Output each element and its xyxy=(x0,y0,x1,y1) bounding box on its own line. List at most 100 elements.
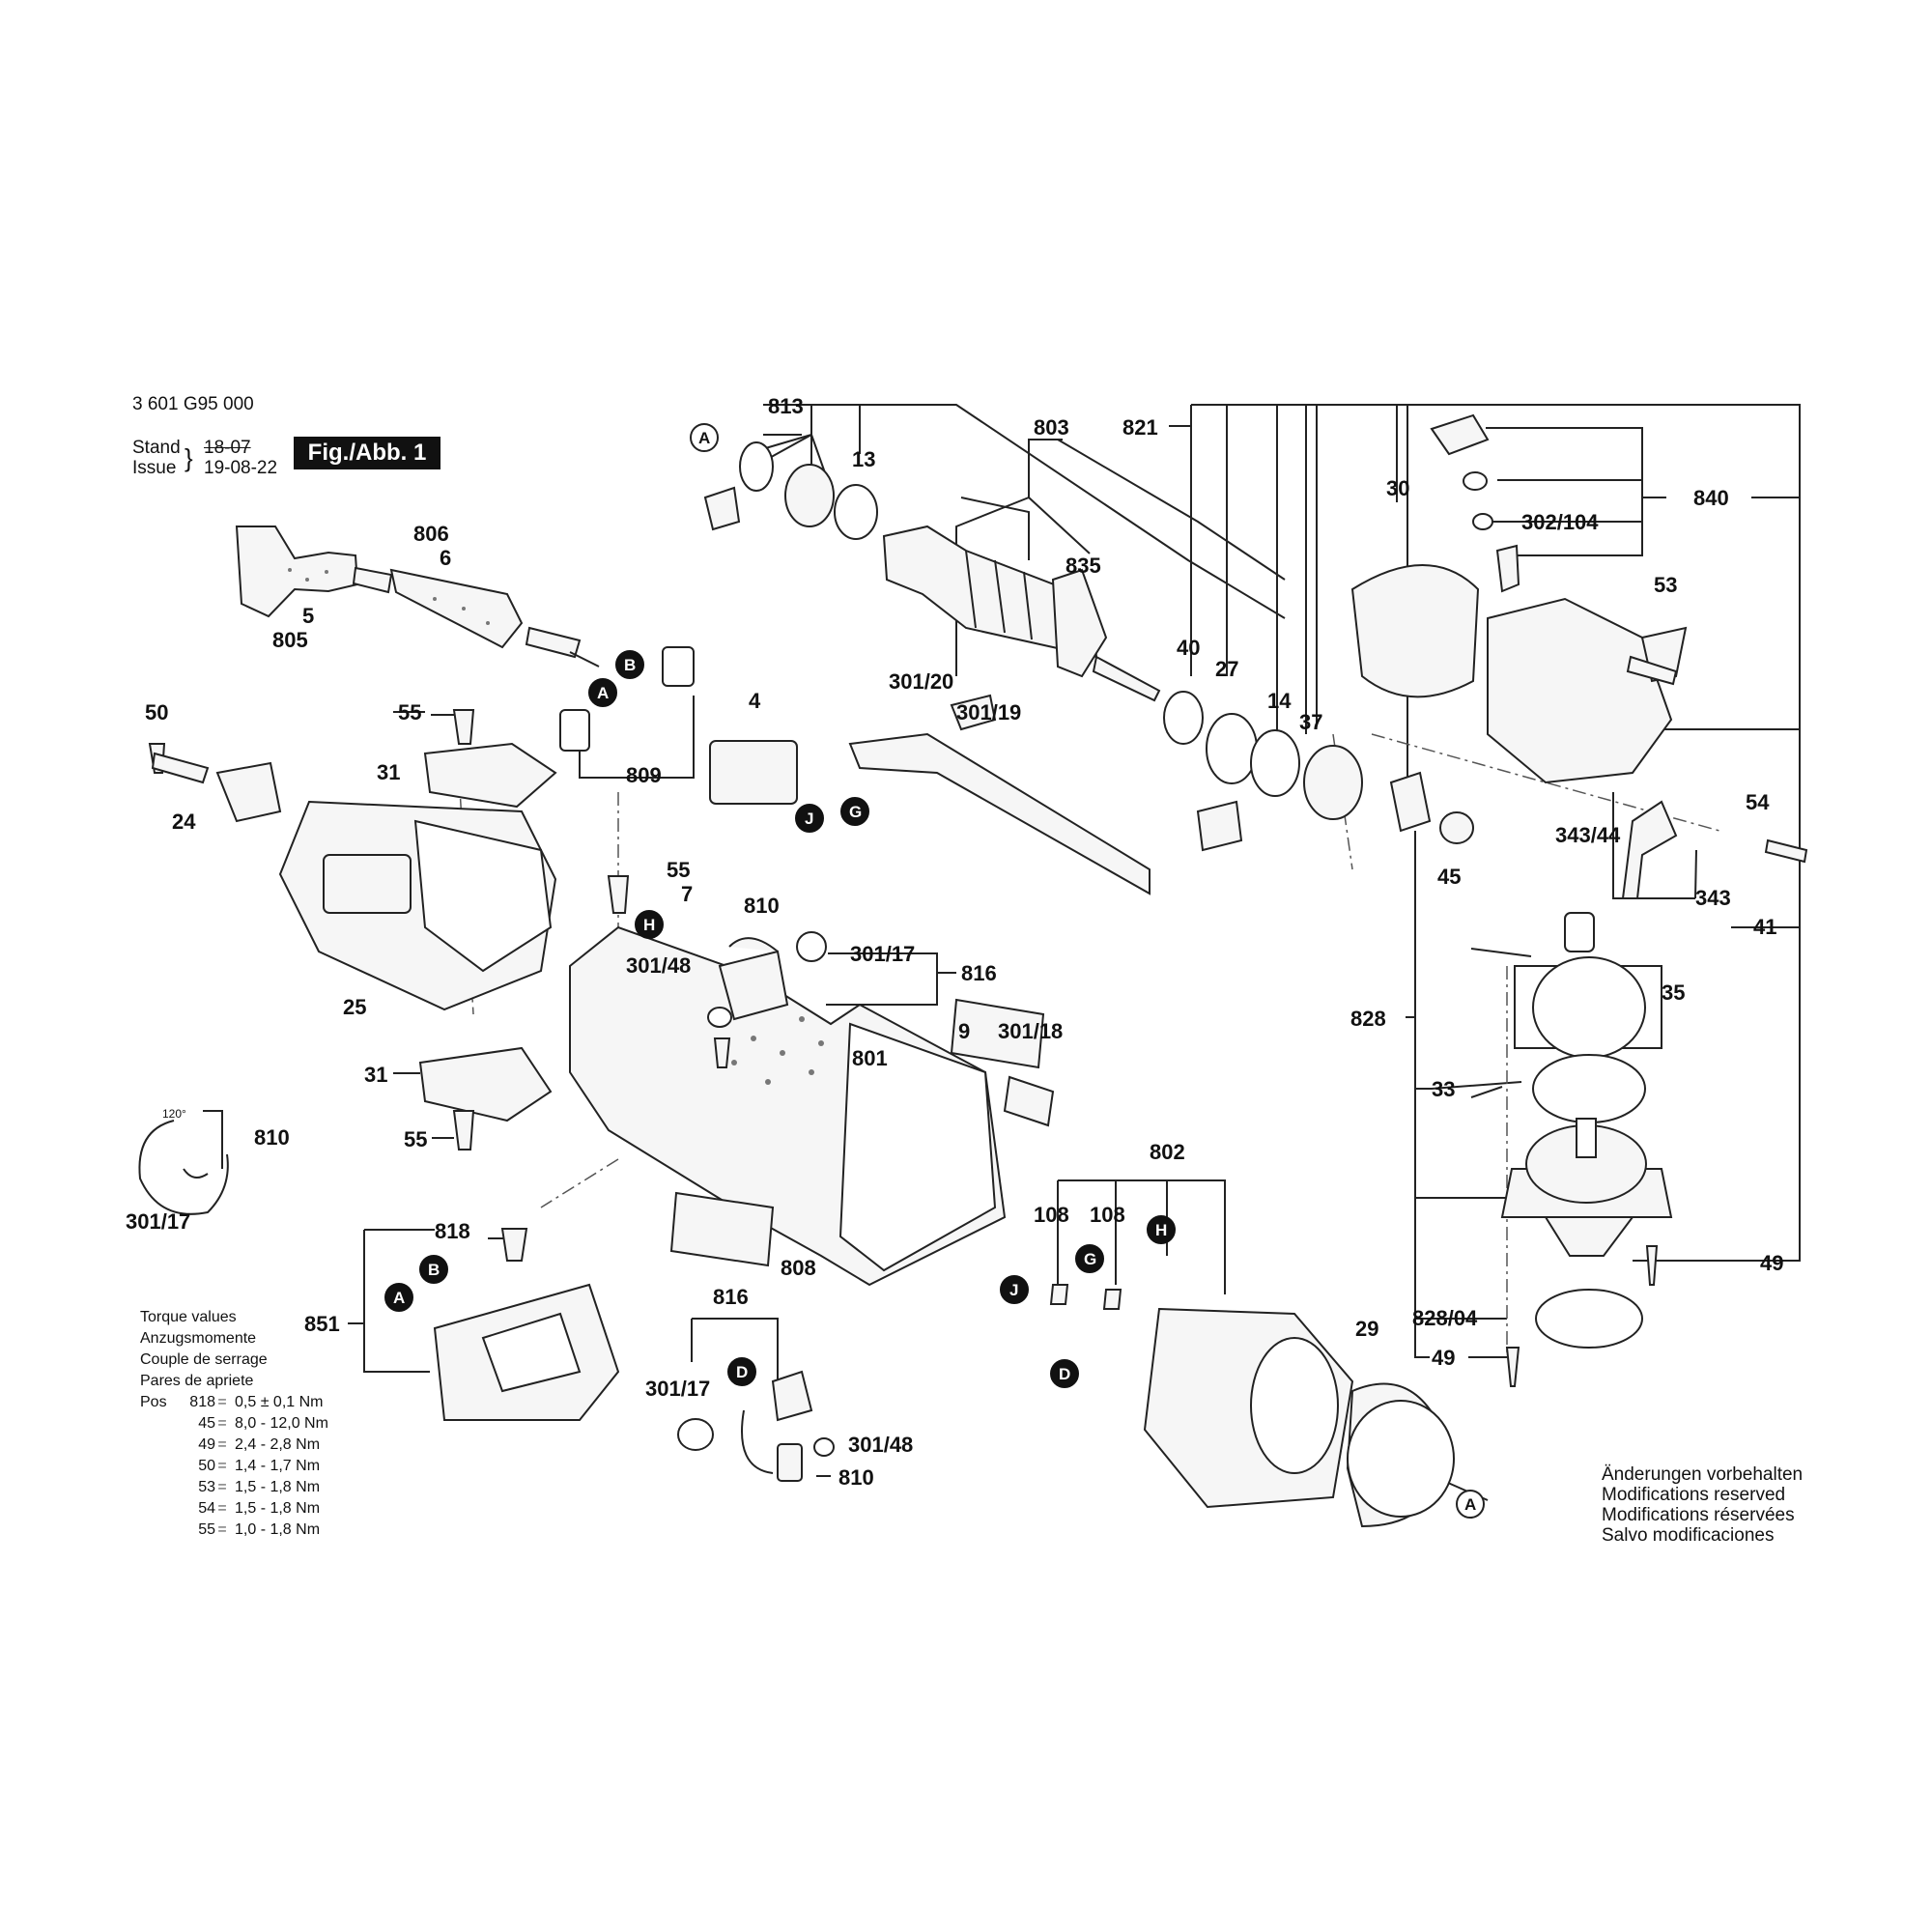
part-label: 49 xyxy=(1432,1346,1455,1370)
part-label: 6 xyxy=(440,546,451,570)
part-label: 108 xyxy=(1034,1203,1069,1227)
stand-label: Stand xyxy=(132,438,181,458)
stand-value: 18-07 xyxy=(204,438,251,458)
brace-icon: } xyxy=(185,443,193,472)
part-label: 4 xyxy=(749,689,761,713)
svg-text:A: A xyxy=(597,684,609,702)
svg-text:D: D xyxy=(1059,1365,1070,1383)
callout-g: G xyxy=(840,797,869,826)
part-label: 40 xyxy=(1177,636,1200,660)
part-label: 9 xyxy=(958,1019,970,1043)
part-number-labels: 813 803 821 840 13 30 302/104 806 6 5 80… xyxy=(126,394,1783,1490)
callout-a: A xyxy=(384,1283,413,1312)
torque-values-table: Torque values Anzugsmomente Couple de se… xyxy=(140,1307,328,1541)
torque-row: 55=1,0 - 1,8 Nm xyxy=(198,1521,321,1538)
torque-row: 49=2,4 - 2,8 Nm xyxy=(198,1436,321,1453)
connection-callouts: A B A J G H B A H G J D D A xyxy=(384,423,1485,1519)
angle-note: 120° xyxy=(162,1107,186,1121)
spring-angle-sketch: 120° xyxy=(138,1107,229,1215)
leader-lines xyxy=(348,404,1801,1501)
part-label: 301/17 xyxy=(126,1209,190,1234)
svg-text:G: G xyxy=(1084,1250,1096,1268)
svg-text:B: B xyxy=(428,1261,440,1279)
part-label: 37 xyxy=(1299,710,1322,734)
drawing-number: 3 601 G95 000 xyxy=(132,394,254,414)
part-label: 802 xyxy=(1150,1140,1185,1164)
part-label: 828/04 xyxy=(1412,1306,1478,1330)
svg-text:H: H xyxy=(643,916,655,934)
callout-b: B xyxy=(615,650,644,679)
part-label: 821 xyxy=(1122,415,1158,440)
torque-title-en: Torque values xyxy=(140,1309,237,1325)
svg-text:H: H xyxy=(1155,1221,1167,1239)
torque-row: 54=1,5 - 1,8 Nm xyxy=(198,1500,321,1517)
svg-text:B: B xyxy=(624,656,636,674)
torque-row: 50=1,4 - 1,7 Nm xyxy=(198,1458,321,1474)
part-label: 55 xyxy=(404,1127,427,1151)
mains-plug-and-cable xyxy=(235,526,600,668)
part-label: 7 xyxy=(681,882,693,906)
part-label: 30 xyxy=(1386,476,1409,500)
part-label: 808 xyxy=(781,1256,816,1280)
part-label: 828 xyxy=(1350,1007,1386,1031)
part-label: 31 xyxy=(377,760,400,784)
part-label: 851 xyxy=(304,1312,340,1336)
part-label: 835 xyxy=(1065,554,1101,578)
torque-pos-label: Pos xyxy=(140,1394,167,1410)
part-label: 301/20 xyxy=(889,669,953,694)
part-label: 14 xyxy=(1267,689,1292,713)
part-label: 803 xyxy=(1034,415,1069,440)
part-label: 301/18 xyxy=(998,1019,1063,1043)
part-label: 55 xyxy=(667,858,690,882)
part-label: 24 xyxy=(172,810,196,834)
callout-a: A xyxy=(1456,1490,1485,1519)
svg-text:G: G xyxy=(849,803,862,821)
part-label: 41 xyxy=(1753,915,1776,939)
callout-a: A xyxy=(690,423,719,452)
torque-title-de: Anzugsmomente xyxy=(140,1330,257,1347)
callout-a: A xyxy=(588,678,617,707)
brush-holders xyxy=(677,740,835,1482)
field-stator xyxy=(1143,1307,1455,1528)
part-label: 301/17 xyxy=(850,942,915,966)
note-de: Änderungen vorbehalten xyxy=(1602,1464,1804,1485)
part-label: 55 xyxy=(398,700,421,724)
callout-d: D xyxy=(727,1357,756,1386)
callout-j: J xyxy=(795,804,824,833)
part-label: 25 xyxy=(343,995,366,1019)
torque-row: 53=1,5 - 1,8 Nm xyxy=(198,1479,321,1495)
part-label: 33 xyxy=(1432,1077,1455,1101)
part-label: 54 xyxy=(1746,790,1770,814)
switch-assembly xyxy=(433,1283,620,1421)
part-label: 816 xyxy=(961,961,997,985)
part-label: 302/104 xyxy=(1521,510,1599,534)
part-label: 801 xyxy=(852,1046,888,1070)
small-parts xyxy=(669,998,1122,1310)
torque-title-fr: Couple de serrage xyxy=(140,1351,268,1368)
armature xyxy=(882,525,1161,702)
callout-h: H xyxy=(635,910,664,939)
part-label: 810 xyxy=(744,894,780,918)
part-label: 50 xyxy=(145,700,168,724)
motor-housing xyxy=(569,925,1007,1287)
part-label: 13 xyxy=(852,447,875,471)
part-label: 810 xyxy=(254,1125,290,1150)
part-label: 31 xyxy=(364,1063,387,1087)
part-label: 35 xyxy=(1662,980,1685,1005)
part-label: 5 xyxy=(302,604,314,628)
note-en: Modifications reserved xyxy=(1602,1485,1786,1505)
part-label: 45 xyxy=(1437,865,1461,889)
switch-rod xyxy=(848,694,1151,895)
part-label: 818 xyxy=(435,1219,470,1243)
callout-b: B xyxy=(419,1255,448,1284)
rear-handle-cover xyxy=(278,800,557,1011)
part-label: 805 xyxy=(272,628,308,652)
part-label: 840 xyxy=(1693,486,1729,510)
part-label: 301/19 xyxy=(956,700,1021,724)
part-label: 813 xyxy=(768,394,804,418)
part-label: 29 xyxy=(1355,1317,1378,1341)
callout-j: J xyxy=(1000,1275,1029,1304)
svg-text:A: A xyxy=(698,429,710,447)
